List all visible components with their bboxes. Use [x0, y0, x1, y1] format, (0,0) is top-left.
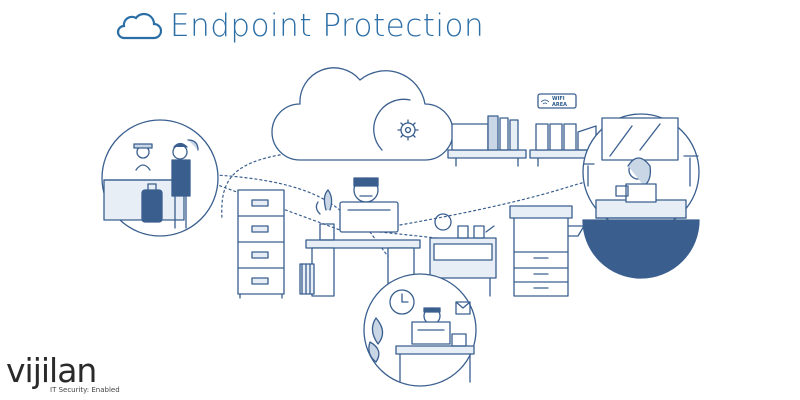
bottom-office-scene [363, 273, 477, 387]
cloud-icon [116, 12, 162, 40]
copy-machine [509, 205, 585, 297]
home-office-scene [582, 113, 700, 279]
title-text: Endpoint Protection [170, 8, 485, 44]
wifi-sign: WIFI AREA [540, 96, 567, 108]
wifi-sign-line2: AREA [552, 102, 567, 108]
brand-tagline: IT Security: Enabled [50, 386, 120, 394]
filing-cabinet [237, 189, 285, 299]
central-desk [299, 177, 421, 297]
vijilan-logo: vijilan IT Security: Enabled [6, 354, 120, 394]
gear-icon [397, 119, 419, 141]
shelf-left [447, 115, 527, 167]
page-title: Endpoint Protection [114, 8, 484, 44]
wifi-sign-line1: WIFI [552, 96, 565, 102]
wifi-icon [540, 99, 550, 105]
coffee-station [429, 213, 497, 297]
brand-name: vijilan [6, 351, 97, 390]
cloud-server-icon [271, 67, 454, 161]
reception-scene [101, 119, 219, 237]
